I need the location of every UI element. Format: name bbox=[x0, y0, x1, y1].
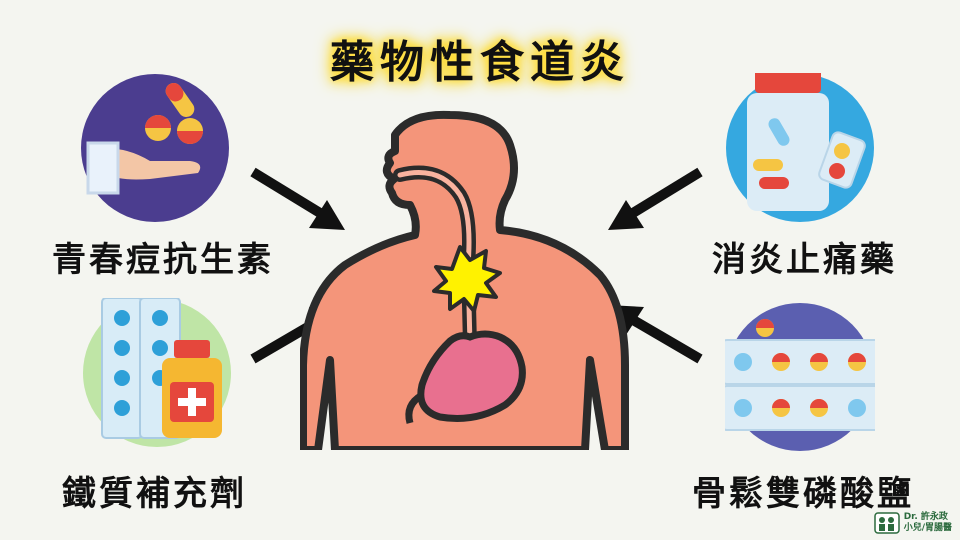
arrow-top-right bbox=[608, 167, 703, 230]
label-iron-supplements: 鐵質補充劑 bbox=[62, 474, 247, 514]
author-credit: Dr. 許永政 小兒/胃腸醫 bbox=[873, 512, 952, 534]
iron-supplement-icon bbox=[83, 298, 231, 447]
label-nsaids: 消炎止痛藥 bbox=[712, 240, 897, 280]
doctor-logo-icon bbox=[873, 512, 900, 534]
label-bisphosphonates: 骨鬆雙磷酸鹽 bbox=[692, 474, 914, 514]
page-title: 藥物性食道炎 bbox=[330, 37, 630, 88]
credit-line1: Dr. 許永政 bbox=[903, 512, 948, 522]
stomach bbox=[417, 330, 526, 422]
torso-esophagus-illustration bbox=[300, 110, 629, 450]
inflammation-burst-icon bbox=[432, 245, 502, 313]
bisphosphonate-blister-icon bbox=[725, 303, 875, 451]
label-acne-antibiotics: 青春痘抗生素 bbox=[52, 240, 274, 280]
arrow-top-left bbox=[250, 167, 345, 230]
painkiller-bottle-icon bbox=[726, 73, 874, 222]
credit-line2: 小兒/胃腸醫 bbox=[903, 523, 952, 533]
antibiotic-pills-icon bbox=[81, 74, 229, 222]
